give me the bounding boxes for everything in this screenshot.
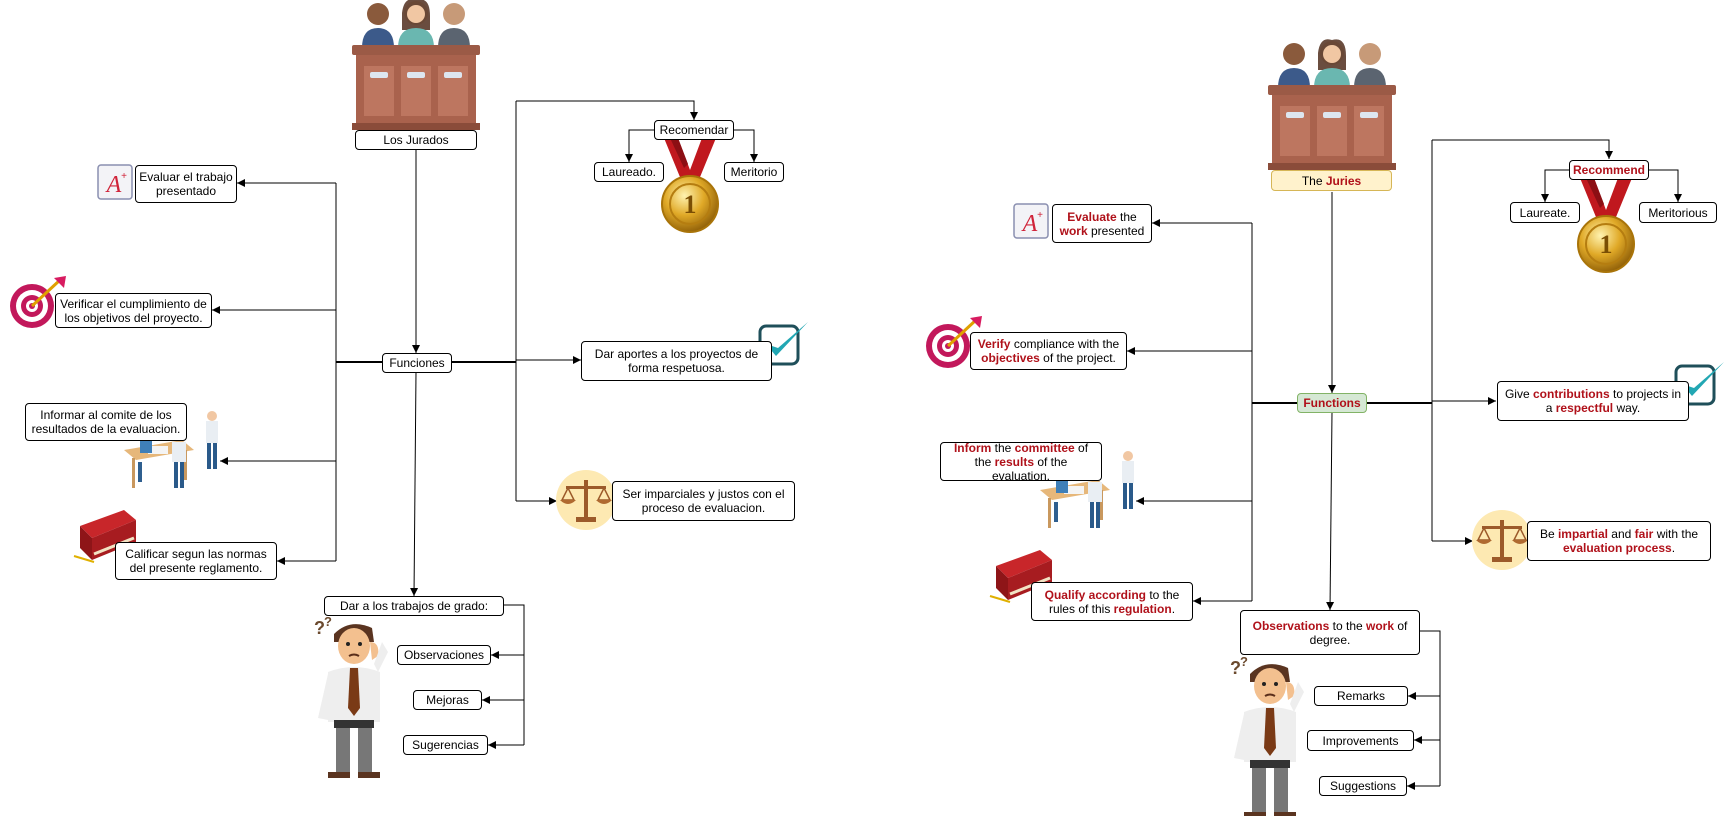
inform-label: Informar al comite de los resultados de … (31, 408, 181, 436)
functions-label-right: Functions (1303, 396, 1361, 410)
title-label: Los Jurados (383, 133, 449, 147)
edge-functions-to-give (410, 371, 419, 597)
edge-recommend-to-laureate (625, 129, 654, 162)
mejoras-label: Mejoras (426, 693, 469, 707)
recommend-node-right[interactable]: Recommend (1569, 160, 1649, 180)
verify-label-right: Verify compliance with the objectives of… (977, 337, 1120, 365)
medal-icon (661, 137, 719, 233)
qualify-node-right[interactable]: Qualify according to the rules of this r… (1031, 582, 1193, 621)
contributions-node-left[interactable]: Dar aportes a los proyectos de forma res… (581, 341, 772, 381)
meritorious-node-left[interactable]: Meritorio (724, 162, 784, 182)
edge-give-spine (504, 604, 525, 745)
observaciones-label: Observaciones (403, 648, 485, 662)
qualify-label-right: Qualify according to the rules of this r… (1044, 587, 1180, 616)
inform-label-right: Inform the committee of the results of t… (953, 440, 1089, 483)
edge-recommend-to-meritorious (734, 129, 758, 162)
observaciones-node[interactable]: Observaciones (397, 645, 491, 665)
functions-node-left[interactable]: Funciones (382, 353, 452, 373)
document-grade-icon (97, 164, 133, 200)
improvements-node-right[interactable]: Improvements (1307, 730, 1414, 751)
evaluate-node-left[interactable]: Evaluar el trabajo presentado (135, 165, 237, 203)
evaluate-label-right: Evaluate the work presented (1059, 209, 1145, 238)
evaluate-node-right[interactable]: Evaluate the work presented (1052, 204, 1152, 243)
right-connectors (1127, 139, 1682, 790)
jury-bench-icon (352, 0, 480, 130)
sugerencias-label: Sugerencias (412, 738, 479, 752)
recommend-label: Recomendar (659, 123, 729, 137)
contributions-label-right: Give contributions to projects in a resp… (1504, 387, 1682, 415)
suggestions-label-right: Suggestions (1329, 779, 1397, 793)
verify-node-right[interactable]: Verify compliance with the objectives of… (970, 332, 1127, 370)
remarks-node-right[interactable]: Remarks (1314, 686, 1408, 706)
impartial-label-right: Be impartial and fair with the evaluatio… (1539, 527, 1699, 555)
verify-node-left[interactable]: Verificar el cumplimiento de los objetiv… (55, 293, 212, 328)
confused-man-icon (1229, 653, 1305, 816)
laureate-node-right[interactable]: Laureate. (1510, 202, 1580, 223)
title-label-right: The Juries (1301, 173, 1362, 188)
qualify-node-left[interactable]: Calificar segun las normas del presente … (115, 542, 277, 580)
mejoras-node[interactable]: Mejoras (413, 690, 482, 710)
title-node-right[interactable]: The Juries (1271, 170, 1392, 191)
meritorious-label-right: Meritorious (1648, 205, 1708, 220)
remarks-label-right: Remarks (1336, 689, 1385, 703)
edge-recommend-to-laureate-r (1541, 169, 1569, 202)
laureate-label: Laureado. (601, 165, 657, 179)
observations-label-right: Observations to the work of degree. (1252, 618, 1408, 647)
inform-node-right[interactable]: Inform the committee of the results of t… (940, 440, 1102, 483)
verify-label: Verificar el cumplimiento de los objetiv… (60, 296, 207, 325)
functions-node-right[interactable]: Functions (1297, 393, 1367, 413)
left-connectors (212, 100, 758, 749)
edge-recommend-to-meritorious-r (1649, 169, 1682, 202)
recommend-node-left[interactable]: Recomendar (654, 120, 734, 140)
edge-observations-spine-r (1420, 630, 1441, 786)
jury-bench-icon (1268, 39, 1396, 170)
edge-to-recommend (516, 100, 698, 120)
give-works-label: Dar a los trabajos de grado: (339, 599, 489, 613)
functions-label: Funciones (389, 356, 445, 370)
medal-icon (1577, 177, 1635, 273)
impartial-label: Ser imparciales y justos con el proceso … (622, 487, 785, 515)
laureate-label-right: Laureate. (1519, 205, 1571, 220)
improvements-label-right: Improvements (1322, 733, 1399, 748)
meritorious-label: Meritorio (730, 165, 778, 179)
contributions-label: Dar aportes a los proyectos de forma res… (594, 347, 759, 375)
sugerencias-node[interactable]: Sugerencias (403, 735, 488, 755)
laureate-node-left[interactable]: Laureado. (594, 162, 664, 182)
edge-to-recommend-r (1432, 139, 1613, 159)
observations-node-right[interactable]: Observations to the work of degree. (1240, 610, 1420, 655)
qualify-label: Calificar segun las normas del presente … (125, 547, 267, 575)
inform-node-left[interactable]: Informar al comite de los resultados de … (25, 403, 187, 441)
contributions-node-right[interactable]: Give contributions to projects in a resp… (1497, 381, 1689, 421)
scales-icon (555, 469, 617, 531)
impartial-node-right[interactable]: Be impartial and fair with the evaluatio… (1527, 521, 1711, 561)
scales-icon (1471, 509, 1533, 571)
edge-functions-to-observations-r (1326, 411, 1335, 611)
title-node-left[interactable]: Los Jurados (355, 130, 477, 150)
document-grade-icon (1013, 203, 1049, 239)
evaluate-label: Evaluar el trabajo presentado (139, 170, 233, 198)
suggestions-node-right[interactable]: Suggestions (1319, 776, 1407, 796)
impartial-node-left[interactable]: Ser imparciales y justos con el proceso … (612, 481, 795, 521)
confused-man-icon (313, 613, 389, 779)
recommend-label-right: Recommend (1572, 163, 1646, 177)
meritorious-node-right[interactable]: Meritorious (1639, 202, 1717, 223)
give-works-node-left[interactable]: Dar a los trabajos de grado: (324, 596, 504, 616)
